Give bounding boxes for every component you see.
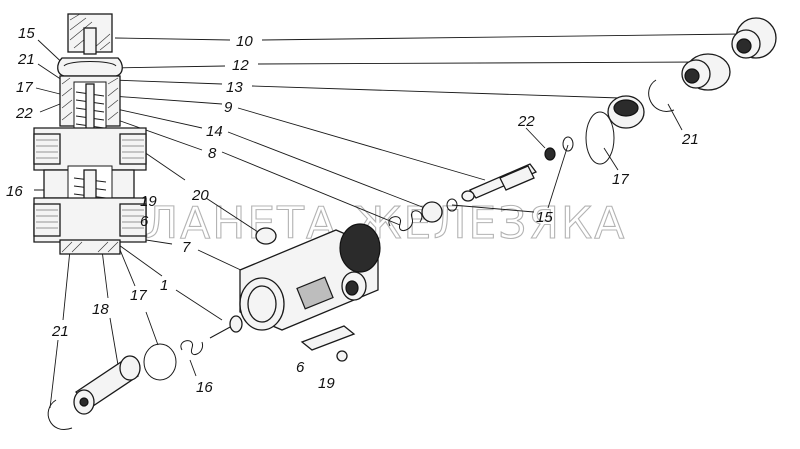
part-14-washer: [421, 201, 443, 223]
callout-15-right: 15: [536, 209, 553, 226]
part-15-washer: [562, 136, 574, 152]
callout-19-left: 19: [140, 193, 157, 210]
callout-21-left: 21: [17, 51, 35, 68]
part-10-cap: [731, 17, 777, 59]
callout-19-lower: 19: [318, 375, 335, 392]
callout-13: 13: [226, 79, 243, 96]
part-12-boot: [681, 53, 731, 91]
callout-8: 8: [208, 145, 217, 162]
callout-10: 10: [236, 33, 253, 50]
callout-6-left: 6: [140, 213, 149, 230]
callout-14: 14: [206, 123, 223, 140]
part-17-oring-right: [585, 111, 615, 165]
callout-22-right: 22: [517, 113, 535, 130]
callout-17-left: 17: [16, 79, 33, 96]
callout-6-lower: 6: [296, 359, 305, 376]
part-8-spring: [388, 210, 423, 232]
callouts: 15 21 17 22 16 10 12 13 9 14 8 20 19 6 7…: [6, 25, 699, 396]
callout-12: 12: [232, 57, 249, 74]
part-9-stem: [461, 163, 538, 202]
part-1-valve: [209, 315, 243, 339]
callout-18: 18: [92, 301, 109, 318]
callout-20: 20: [191, 187, 209, 204]
callout-15-left: 15: [18, 25, 35, 42]
part-19-small-plug: [336, 350, 348, 362]
part-22-ring: [544, 147, 556, 161]
callout-21-right: 21: [681, 131, 699, 148]
part-18-piston: [73, 355, 141, 415]
callout-7: 7: [182, 239, 191, 256]
part-6-gasket: [300, 325, 356, 351]
callout-17-lower: 17: [130, 287, 147, 304]
part-16-spring-lower: [180, 340, 204, 356]
callout-16-lower: 16: [196, 379, 213, 396]
part-21-circlip-bottom: [47, 399, 73, 430]
callout-17-right: 17: [612, 171, 629, 188]
part-20-plug: [255, 227, 277, 245]
part-13-seat: [607, 95, 645, 129]
part-15-small-washer: [446, 198, 458, 212]
part-17-oring-lower: [143, 343, 177, 381]
callout-9: 9: [224, 99, 233, 116]
callout-1: 1: [160, 277, 168, 294]
callout-21-lower: 21: [51, 323, 69, 340]
assembled-section: [33, 13, 147, 255]
callout-16-left: 16: [6, 183, 23, 200]
callout-22-left: 22: [15, 105, 33, 122]
part-21-circlip-top: [648, 79, 675, 112]
part-7-body: [239, 223, 381, 331]
